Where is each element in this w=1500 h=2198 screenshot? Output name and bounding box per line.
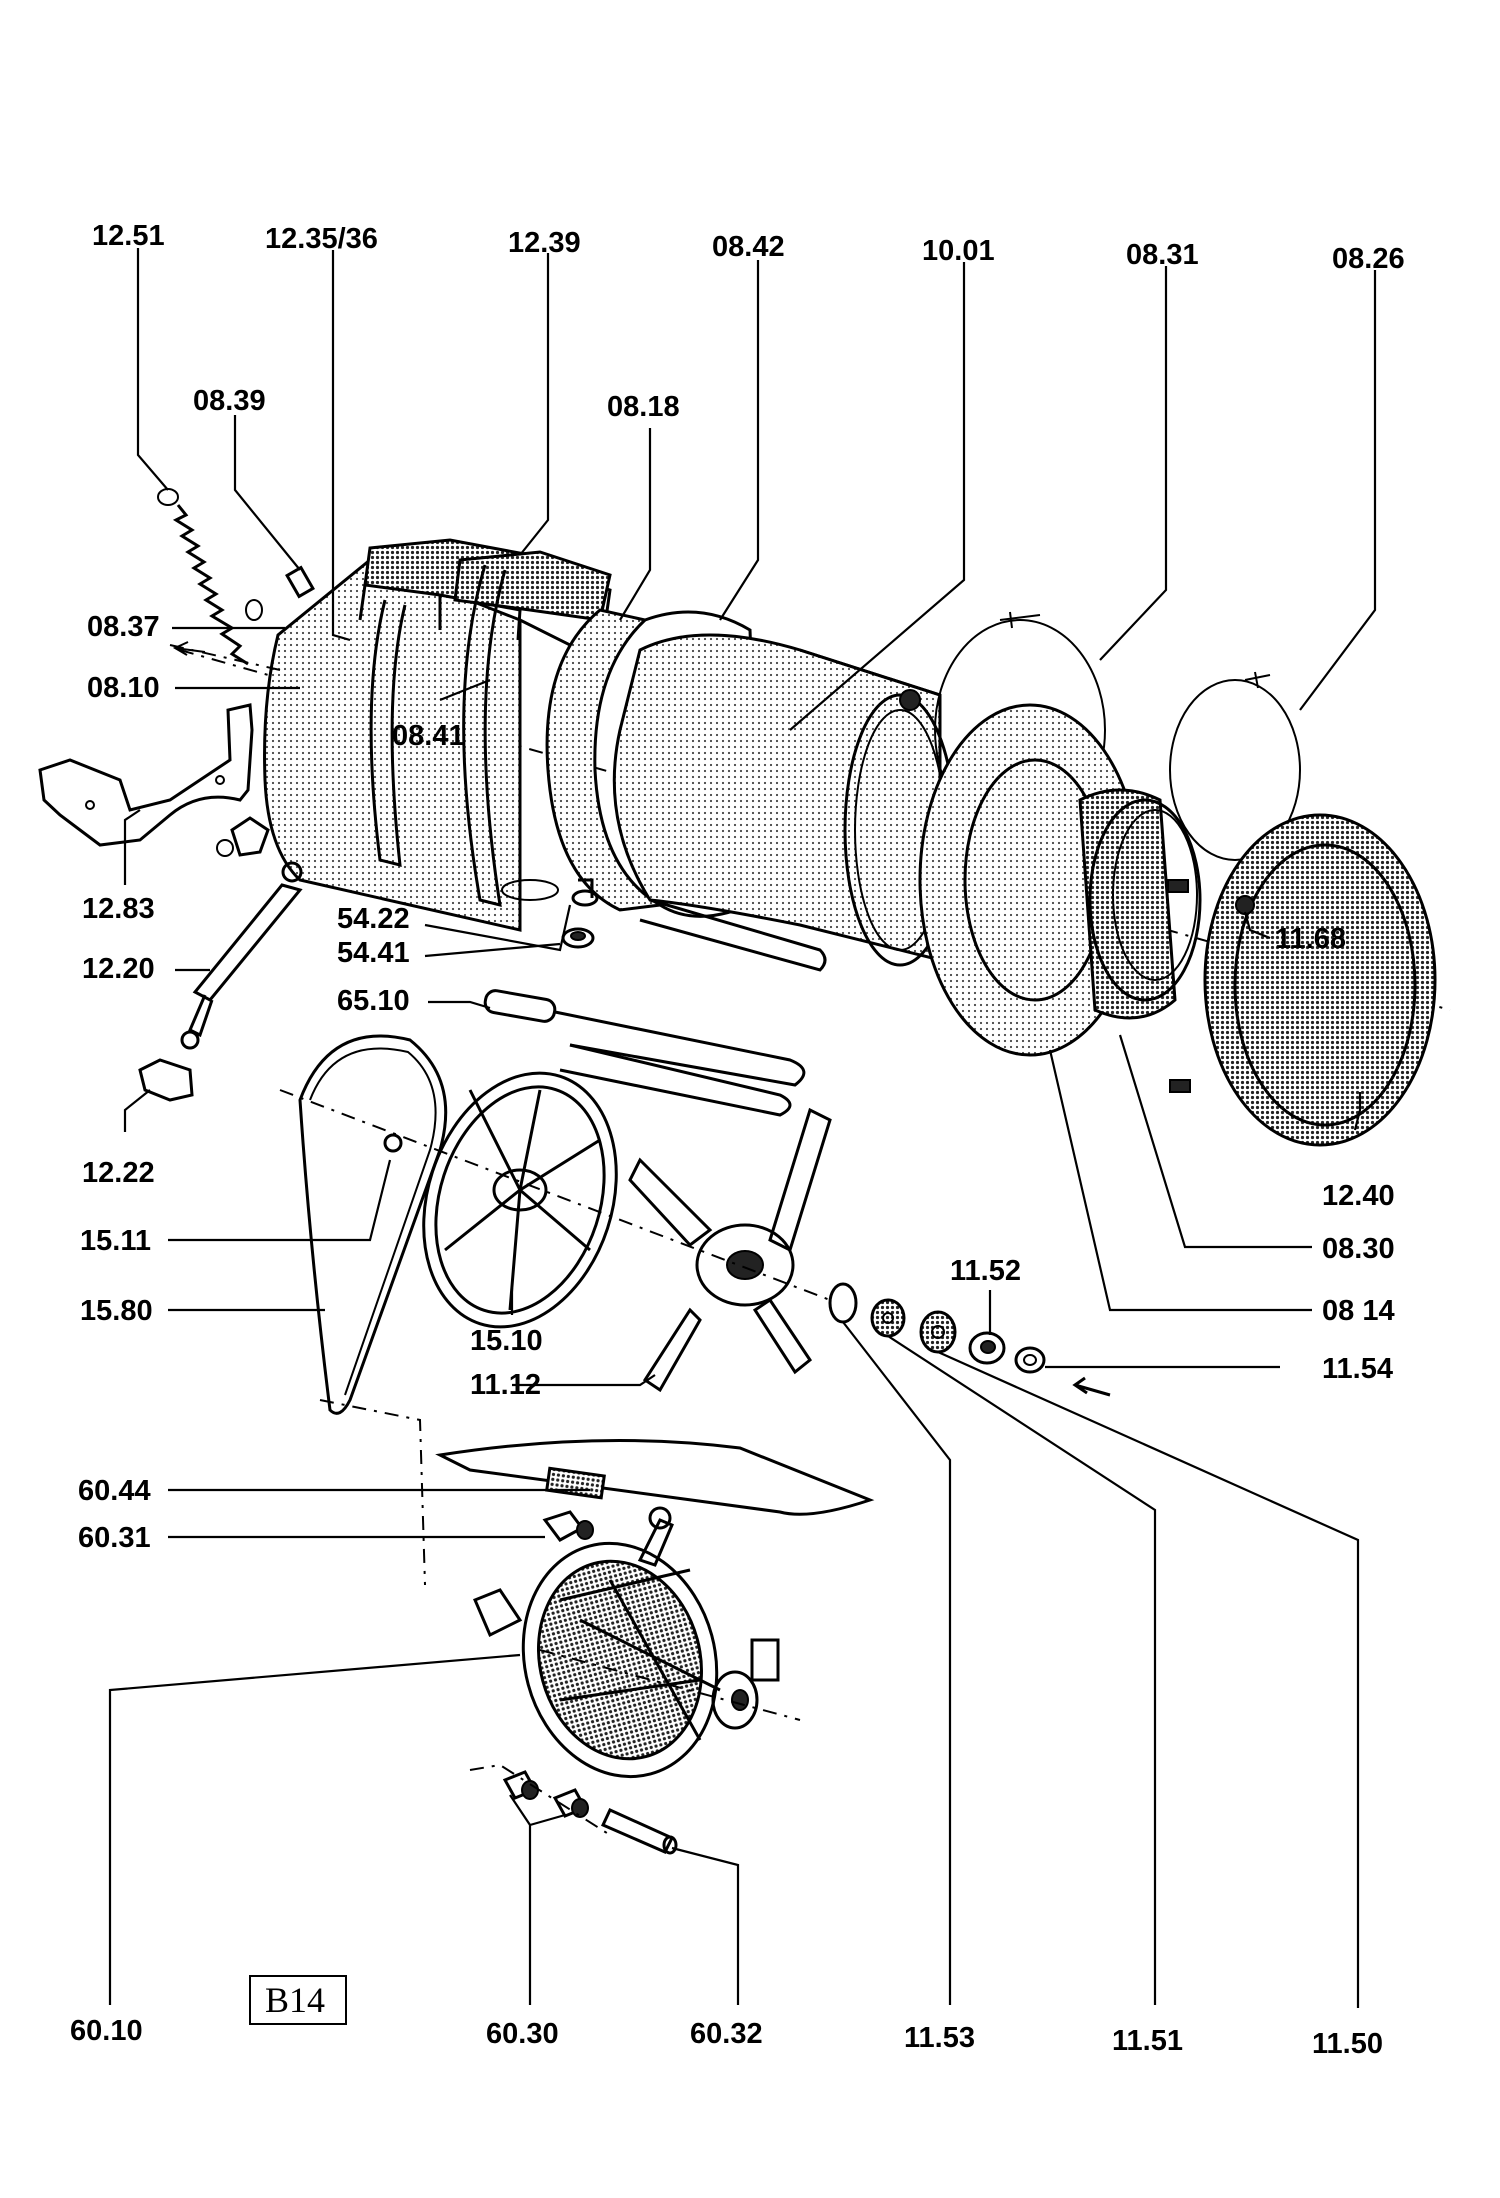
- label-08-31: 08.31: [1126, 239, 1199, 271]
- label-60-10: 60.10: [70, 2015, 143, 2047]
- label-12-20: 12.20: [82, 953, 155, 985]
- washer-11-52: [968, 1331, 1006, 1365]
- screw-60-30-b: [552, 1788, 589, 1818]
- label-54-22: 54.22: [337, 903, 410, 935]
- label-11-53: 11.53: [904, 2022, 975, 2054]
- label-15-11: 15.11: [80, 1225, 151, 1257]
- motor-bolt-60-31: [542, 1510, 594, 1542]
- label-08-30: 08.30: [1322, 1233, 1395, 1265]
- mount-12-22: [138, 1058, 194, 1102]
- spring-axis-line: [169, 644, 281, 671]
- pulley-bolt-15-11: [383, 1133, 403, 1153]
- label-15-80: 15.80: [80, 1295, 153, 1327]
- label-65-10: 65.10: [337, 985, 410, 1017]
- spring-12-51: [157, 488, 263, 666]
- label-12-35-36: 12.35/36: [265, 223, 378, 255]
- label-08-14: 08 14: [1322, 1295, 1395, 1327]
- bearing-11-51: [870, 1298, 906, 1338]
- clip-08-39: [285, 565, 315, 599]
- pulley-axis-line: [279, 1089, 831, 1301]
- label-12-83: 12.83: [82, 893, 155, 925]
- heater-element: [483, 989, 806, 1117]
- label-15-10: 15.10: [470, 1325, 543, 1357]
- nut-11-54: [1014, 1346, 1046, 1374]
- label-11-54: 11.54: [1322, 1353, 1393, 1385]
- drum-spider: [628, 1107, 832, 1393]
- label-08-42: 08.42: [712, 231, 785, 263]
- label-54-41: 54.41: [337, 937, 410, 969]
- bracket-12-83: [38, 703, 254, 847]
- circlip-11-53: [828, 1282, 858, 1324]
- outer-tub: [263, 538, 762, 932]
- inner-drum: [612, 633, 957, 972]
- label-08-18: 08.18: [607, 391, 680, 423]
- label-12-39: 12.39: [508, 227, 581, 259]
- label-10-01: 10.01: [922, 235, 995, 267]
- label-12-51: 12.51: [92, 220, 165, 252]
- door-seal: [1078, 788, 1202, 1020]
- label-08-41: 08.41: [392, 720, 465, 752]
- label-11-51: 11.51: [1112, 2025, 1183, 2057]
- label-08-37: 08.37: [87, 611, 160, 643]
- bolt-54-22: [571, 878, 599, 907]
- label-08-26: 08.26: [1332, 243, 1405, 275]
- drive-belt: [298, 1034, 448, 1415]
- assembly-line-motor: [319, 1399, 426, 1586]
- bearing-11-50: [919, 1310, 957, 1354]
- label-60-30: 60.30: [486, 2018, 559, 2050]
- leader-lines: [108, 248, 1377, 2008]
- label-08-10: 08.10: [87, 672, 160, 704]
- label-60-31: 60.31: [78, 1522, 151, 1554]
- assembly-line-screws: [469, 1763, 611, 1836]
- label-11-68: 11.68: [1275, 923, 1346, 955]
- label-11-12: 11.12: [470, 1369, 541, 1401]
- motor-axis-line: [539, 1649, 801, 1721]
- label-60-32: 60.32: [690, 2018, 763, 2050]
- pin-60-32: [600, 1808, 678, 1855]
- motor-cover: [435, 1438, 875, 1516]
- label-11-52: 11.52: [950, 1255, 1021, 1287]
- label-11-50: 11.50: [1312, 2028, 1383, 2060]
- label-12-40: 12.40: [1322, 1180, 1395, 1212]
- motor: [473, 1506, 780, 1779]
- drum-pulley: [422, 1071, 618, 1329]
- label-08-39: 08.39: [193, 385, 266, 417]
- washer-54-41: [561, 927, 595, 949]
- label-12-22: 12.22: [82, 1157, 155, 1189]
- door-ring: [1167, 813, 1437, 1147]
- frame-label: B14: [265, 1980, 325, 2020]
- shock-absorber: [180, 861, 303, 1050]
- label-60-44: 60.44: [78, 1475, 151, 1507]
- ring-08-26: [1169, 679, 1301, 861]
- frame-label-box: [249, 1975, 347, 2025]
